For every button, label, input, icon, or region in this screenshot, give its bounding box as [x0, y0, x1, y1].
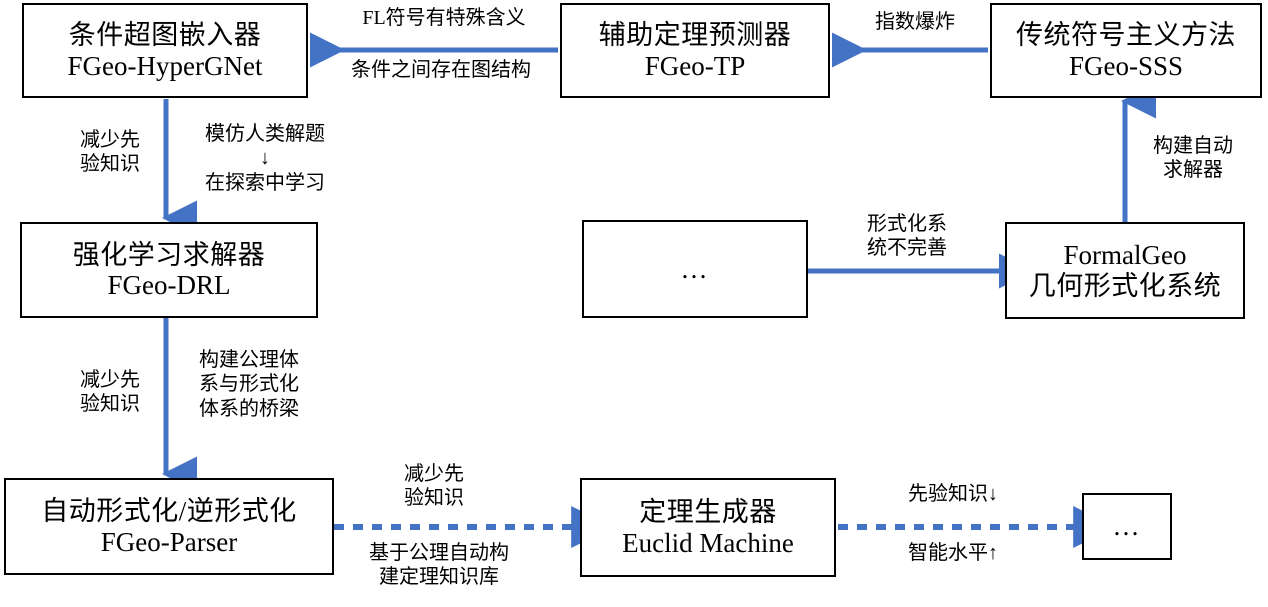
- node-ellipsis-bottom-right[interactable]: …: [1082, 493, 1172, 560]
- edge-label-graph-structure: 条件之间存在图结构: [351, 59, 531, 81]
- node-sss[interactable]: 传统符号主义方法 FGeo-SSS: [990, 3, 1262, 98]
- node-drl[interactable]: 强化学习求解器 FGeo-DRL: [20, 222, 318, 318]
- edge-label-axiom-bridge: 构建公理体 系与形式化 体系的桥梁: [199, 349, 299, 420]
- node-euclid[interactable]: 定理生成器 Euclid Machine: [580, 478, 836, 577]
- node-formalgeo-cn: 几何形式化系统: [1028, 270, 1222, 301]
- edge-label-incomplete-system: 形式化系 统不完善: [867, 213, 947, 260]
- node-sss-en: FGeo-SSS: [1068, 50, 1184, 81]
- edge-label-build-auto-solver: 构建自动 求解器: [1153, 135, 1233, 182]
- node-sss-cn: 传统符号主义方法: [1016, 20, 1236, 51]
- node-tp-en: FGeo-TP: [644, 50, 746, 81]
- edge-label-prior-knowledge-down: 先验知识↓: [908, 483, 998, 505]
- node-parser[interactable]: 自动形式化/逆形式化 FGeo-Parser: [4, 478, 334, 575]
- edge-label-reduce-prior-2: 减少先 验知识: [80, 369, 140, 416]
- node-drl-cn: 强化学习求解器: [72, 239, 266, 270]
- node-formalgeo[interactable]: FormalGeo 几何形式化系统: [1005, 222, 1245, 319]
- node-drl-en: FGeo-DRL: [107, 270, 231, 300]
- node-ellipsis-middle[interactable]: …: [582, 220, 808, 318]
- node-hypergnet-cn: 条件超图嵌入器: [68, 20, 262, 51]
- edge-label-imitate-human: 模仿人类解题 ↓ 在探索中学习: [185, 122, 345, 195]
- down-arrow-glyph: ↓: [260, 147, 270, 170]
- node-formalgeo-en: FormalGeo: [1063, 240, 1187, 271]
- edge-label-reduce-prior-3: 减少先 验知识: [404, 463, 464, 510]
- node-hypergnet-en: FGeo-HyperGNet: [67, 50, 263, 81]
- node-tp[interactable]: 辅助定理预测器 FGeo-TP: [560, 3, 830, 98]
- node-parser-cn: 自动形式化/逆形式化: [41, 496, 297, 527]
- node-parser-en: FGeo-Parser: [100, 526, 238, 557]
- edge-label-axiom-theorem-kb: 基于公理自动构 建定理知识库: [369, 542, 509, 589]
- node-ellipsis-middle-label: …: [680, 253, 710, 284]
- node-ellipsis-bottom-right-label: …: [1112, 511, 1142, 542]
- edge-label-reduce-prior-1: 减少先 验知识: [80, 129, 140, 176]
- node-euclid-cn: 定理生成器: [639, 497, 777, 528]
- edge-label-intelligence-up: 智能水平↑: [908, 542, 998, 564]
- node-hypergnet[interactable]: 条件超图嵌入器 FGeo-HyperGNet: [22, 3, 308, 98]
- node-tp-cn: 辅助定理预测器: [598, 20, 792, 51]
- node-euclid-en: Euclid Machine: [622, 527, 794, 558]
- edge-label-exponential-explosion: 指数爆炸: [875, 11, 955, 33]
- edge-label-fl-meaning: FL符号有特殊含义: [362, 7, 526, 29]
